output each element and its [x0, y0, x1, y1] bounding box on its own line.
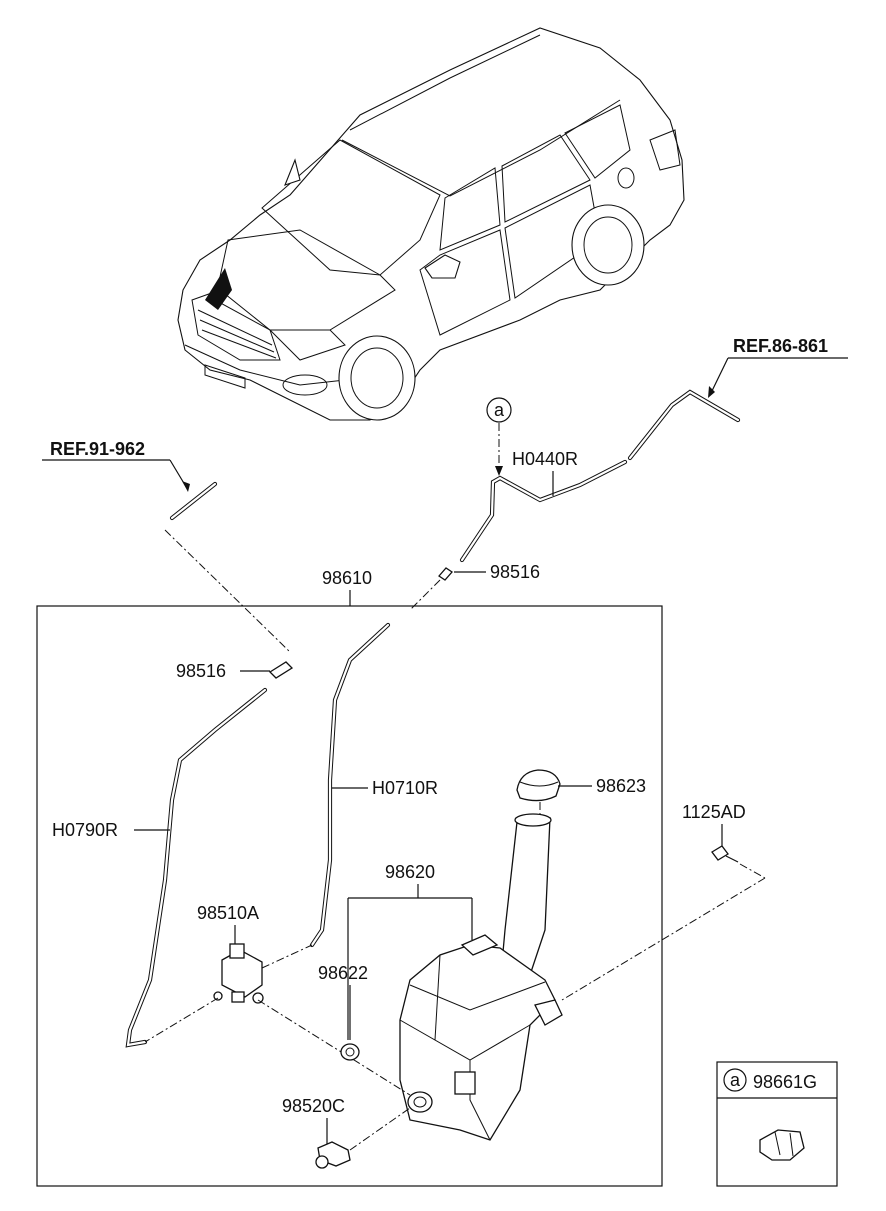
p98510a-connector — [229, 943, 245, 959]
ref-91-962-label: REF.91-962 — [50, 439, 145, 459]
p98516-top-part — [438, 567, 453, 581]
p98622-group: 98622 — [318, 963, 368, 1061]
h0440r-group: H0440R — [459, 449, 628, 563]
p98622-grommet — [340, 1043, 360, 1061]
p98510a-dash-h0710r — [261, 944, 313, 969]
vehicle-illustration — [177, 27, 685, 421]
ref-86-861-group: REF.86-861 — [627, 336, 848, 461]
legend-box: a 98661G — [716, 1061, 838, 1187]
callout-a-letter: a — [494, 400, 505, 420]
reservoir-pump-socket — [407, 1091, 433, 1113]
ref-91-962-arrow — [182, 481, 190, 492]
p98520c-label: 98520C — [282, 1096, 345, 1116]
legend-part-number: 98661G — [753, 1072, 817, 1092]
p98623-cap — [516, 769, 561, 802]
p98516-top-group: 98516 — [409, 562, 540, 611]
h0440r-hose — [459, 459, 628, 563]
reservoir-top-tab — [460, 934, 499, 956]
p98516-top-dash — [409, 579, 441, 611]
p98620-group: 98620 — [347, 813, 563, 1141]
p98510a-label: 98510A — [197, 903, 259, 923]
p98520c-group: 98520C — [282, 1096, 411, 1169]
h0710r-label: H0710R — [372, 778, 438, 798]
p98510a-dash-h0790r — [144, 997, 219, 1043]
assembly-frame — [36, 605, 663, 1187]
p1125ad-group: 1125AD — [561, 802, 766, 1001]
h0790r-group: H0790R — [52, 687, 268, 1048]
p98623-group: 98623 — [516, 769, 646, 815]
ref-86-861-label: REF.86-861 — [733, 336, 828, 356]
p98610-label: 98610 — [322, 568, 372, 588]
callout-a-arrow — [495, 466, 503, 476]
p98622-label: 98622 — [318, 963, 368, 983]
p98620-label: 98620 — [385, 862, 435, 882]
p1125ad-bolt-head — [711, 845, 729, 861]
p98510a-group: 98510A — [144, 903, 411, 1096]
p98516-left-group: 98516 — [176, 661, 294, 681]
p1125ad-dash-2 — [561, 877, 766, 1001]
p1125ad-dash-1 — [739, 863, 766, 879]
p98516-left-label: 98516 — [176, 661, 226, 681]
h0710r-group: H0710R — [309, 622, 438, 948]
p98520c-dash — [349, 1107, 411, 1151]
p1125ad-bolt-shank — [725, 855, 739, 863]
p98623-label: 98623 — [596, 776, 646, 796]
legend-letter: a — [730, 1070, 741, 1090]
ref-86-861-hose — [627, 389, 741, 461]
h0790r-label: H0790R — [52, 820, 118, 840]
ref-86-861-leader — [709, 357, 729, 396]
callout-a-circle — [486, 397, 512, 423]
reservoir-mount-ear — [534, 999, 563, 1026]
h0440r-label: H0440R — [512, 449, 578, 469]
ref-91-962-group: REF.91-962 — [42, 439, 218, 521]
p1125ad-label: 1125AD — [682, 802, 746, 822]
ref-left-dash-link — [164, 529, 291, 653]
p98516-left-part — [268, 661, 294, 679]
p98610-group: 98610 — [36, 568, 663, 1187]
legend-circle — [723, 1068, 747, 1092]
p98510a-dash-tank — [257, 999, 411, 1096]
p98510a-outlet — [231, 991, 245, 1003]
p98516-top-label: 98516 — [490, 562, 540, 582]
reservoir-grommet-seat — [454, 1071, 476, 1095]
ref-86-861-arrow — [708, 386, 715, 398]
callout-a: a — [486, 397, 512, 476]
